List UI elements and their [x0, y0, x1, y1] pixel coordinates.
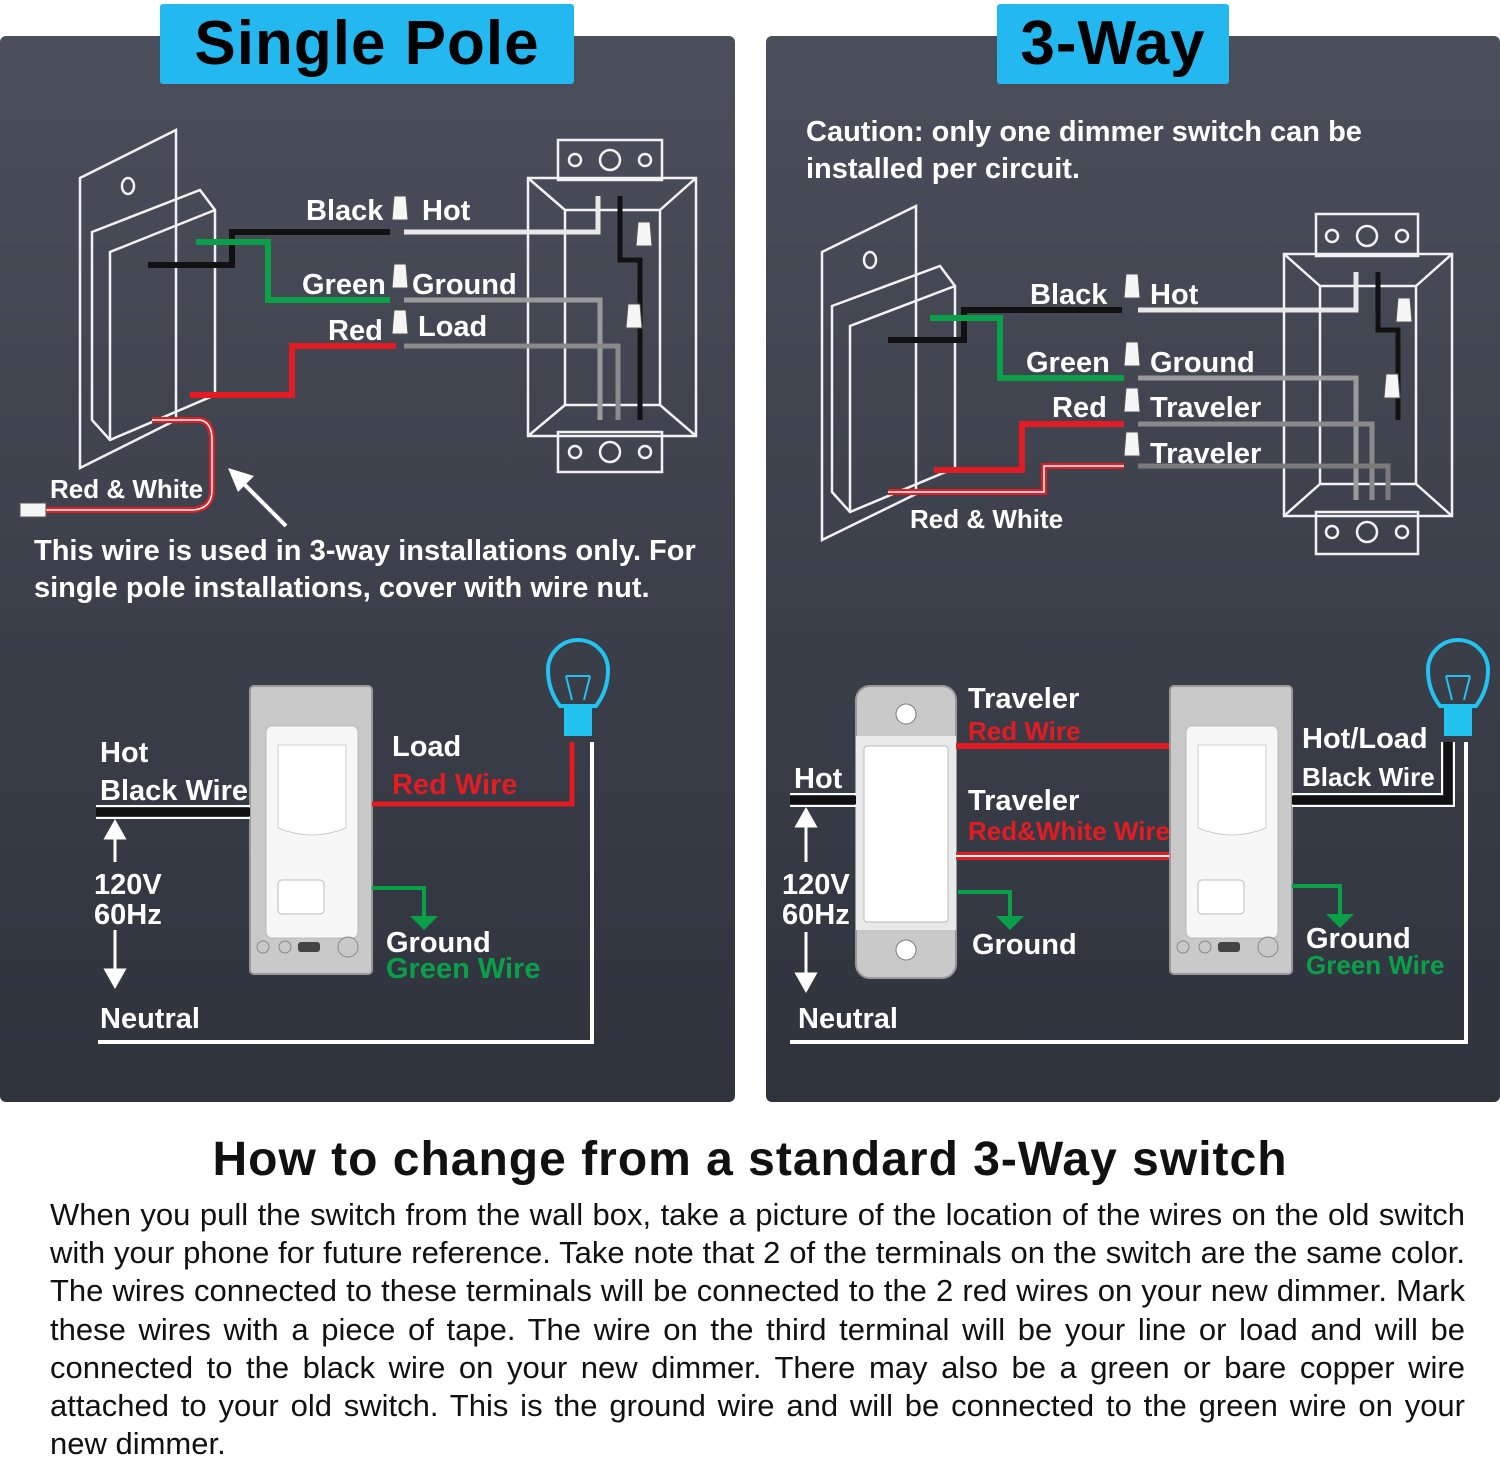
tw-sch-ground-left: Ground [972, 929, 1077, 961]
sp-dimmer-switch [249, 685, 373, 975]
tw-sch-frequency: 60Hz [782, 899, 850, 931]
sp-label-black: Black [306, 195, 384, 227]
tw-sch-ground-right: Ground [1306, 923, 1411, 955]
tw-ground-right-green-wire [1292, 884, 1342, 916]
three-way-title: 3-Way [997, 4, 1229, 84]
tw-sch-neutral: Neutral [798, 1003, 898, 1035]
three-way-wall-box [1282, 212, 1454, 556]
sp-sch-green-wire: Green Wire [386, 953, 540, 985]
tw-red-wire [934, 421, 1124, 473]
tw-sch-hot-load: Hot/Load [1302, 723, 1428, 755]
tw-sch-voltage: 120V [782, 869, 850, 901]
tw-light-bulb-icon [1425, 638, 1491, 736]
single-pole-hot-run [404, 196, 601, 235]
single-pole-note: This wire is used in 3-way installations… [34, 535, 696, 604]
sp-ground-green-wire [372, 886, 426, 918]
tw-sch-hot: Hot [794, 763, 843, 795]
sp-sch-hot: Hot [100, 737, 149, 769]
tw-sch-traveler-2: Traveler [968, 785, 1079, 817]
tw-wire-nuts [1123, 273, 1413, 457]
tw-sch-traveler-1: Traveler [968, 683, 1079, 715]
single-pole-wall-box [526, 138, 698, 474]
sp-label-red: Red [328, 315, 383, 347]
tw-sch-green-wire: Green Wire [1306, 950, 1444, 980]
wiring-diagrams: Black Hot Green Ground Red Load Red & Wh… [19, 127, 1491, 1044]
tw-hot-load-black-wire [1292, 742, 1452, 804]
tw-label-ground: Ground [1150, 347, 1255, 379]
tw-sch-black-wire: Black Wire [1302, 762, 1435, 792]
tw-label-traveler-2: Traveler [1150, 438, 1261, 470]
sp-sch-neutral: Neutral [100, 1003, 200, 1035]
tw-standard-switch [855, 685, 957, 979]
sp-voltage-arrow [103, 818, 127, 990]
sp-sch-black-wire: Black Wire [100, 775, 248, 807]
tw-label-red-white: Red & White [910, 504, 1063, 534]
tw-label-green: Green [1026, 347, 1110, 379]
tw-label-red: Red [1052, 392, 1107, 424]
single-pole-wire-nuts [19, 195, 653, 518]
how-to-body: When you pull the switch from the wall b… [50, 1197, 1465, 1462]
three-way-caution: Caution: only one dimmer switch can be i… [806, 116, 1362, 185]
tw-voltage-arrow [794, 806, 818, 994]
single-pole-green-wire [196, 239, 390, 303]
sp-light-bulb-icon [545, 638, 611, 736]
sp-sch-load: Load [392, 731, 461, 763]
tw-green-wire [930, 315, 1124, 381]
sp-label-load: Load [418, 311, 487, 343]
sp-label-red-white: Red & White [50, 474, 203, 504]
tw-label-traveler-1: Traveler [1150, 392, 1261, 424]
tw-black-wire [888, 307, 1122, 343]
single-pole-load-run [404, 343, 621, 420]
single-pole-pointer-arrow [228, 468, 288, 528]
single-pole-black-wire [148, 229, 390, 268]
tw-ground-left-green-wire [958, 890, 1012, 918]
sp-sch-voltage: 120V [94, 869, 162, 901]
sp-sch-frequency: 60Hz [94, 899, 162, 931]
tw-neutral-white-wire [790, 742, 1468, 1044]
single-pole-title: Single Pole [160, 4, 574, 84]
sp-load-red-wire [372, 742, 575, 807]
sp-sch-ground: Ground [386, 927, 491, 959]
sp-label-hot: Hot [422, 195, 471, 227]
single-pole-red-wire [190, 343, 396, 398]
sp-sch-red-wire: Red Wire [392, 769, 517, 801]
single-pole-ground-run [404, 297, 603, 420]
tw-sch-red-white-wire: Red&White Wire [968, 816, 1170, 846]
tw-label-black: Black [1030, 279, 1108, 311]
sp-neutral-white-wire [98, 742, 594, 1044]
sp-label-ground: Ground [412, 269, 517, 301]
tw-sch-red-wire: Red Wire [968, 716, 1080, 746]
tw-label-hot: Hot [1150, 279, 1199, 311]
how-to-title: How to change from a standard 3-Way swit… [212, 1133, 1288, 1186]
tw-dimmer-switch [1169, 685, 1293, 975]
sp-label-green: Green [302, 269, 386, 301]
